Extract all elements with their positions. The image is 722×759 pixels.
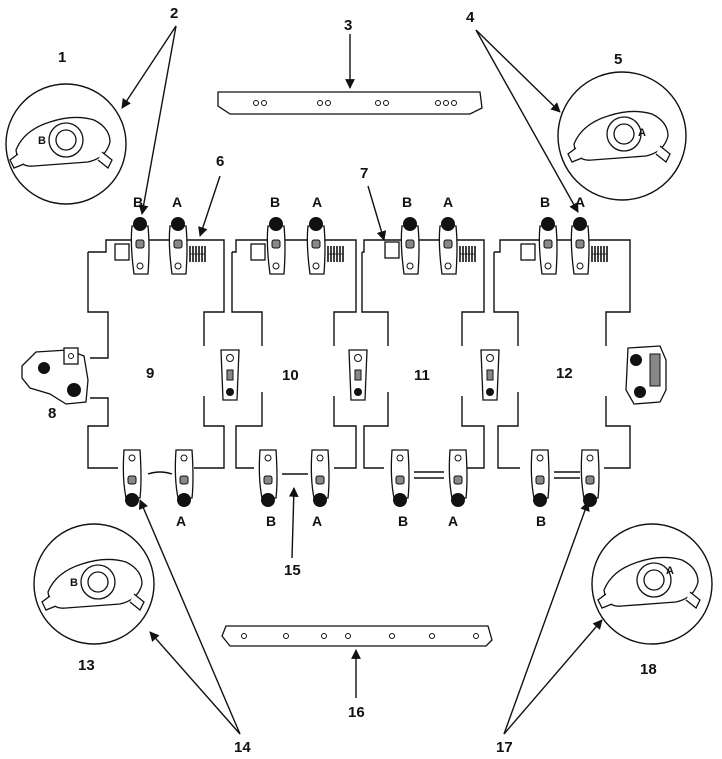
rocker-arm-a	[438, 216, 458, 275]
center-rocker-arm	[220, 349, 240, 401]
callout-3: 3	[344, 17, 352, 34]
rocker-arm	[580, 449, 600, 508]
top-letter-6: A	[443, 194, 453, 210]
inset-5-letter: A	[638, 127, 646, 139]
callout-5: 5	[614, 51, 622, 68]
leader-17b	[503, 619, 603, 735]
top-letter-8: A	[575, 194, 585, 210]
leader-15	[288, 487, 299, 559]
bottom-letter-5: A	[448, 513, 458, 529]
center-rocker-arm	[348, 349, 368, 401]
right-end-housing	[625, 345, 667, 405]
rocker-arm-b	[538, 216, 558, 275]
callout-12: 12	[556, 365, 573, 382]
inset-1: B	[5, 83, 127, 205]
callout-7: 7	[360, 165, 368, 182]
leader-14a	[138, 499, 241, 735]
inset-13-letter: B	[70, 577, 78, 589]
top-letter-4: A	[312, 194, 322, 210]
lost-motion-spring	[189, 245, 206, 263]
callout-6: 6	[216, 153, 224, 170]
top-letter-2: A	[172, 194, 182, 210]
lost-motion-spring	[459, 245, 476, 263]
callout-15: 15	[284, 562, 301, 579]
rocker-arm-b	[400, 216, 420, 275]
link-spring	[554, 471, 580, 479]
bottom-letter-4: B	[398, 513, 408, 529]
rocker-arm-a	[570, 216, 590, 275]
rocker-arm	[258, 449, 278, 508]
callout-17: 17	[496, 739, 513, 756]
rocker-arm	[448, 449, 468, 508]
bottom-letter-6: B	[536, 513, 546, 529]
callout-1: 1	[58, 49, 66, 66]
rocker-arm	[174, 449, 194, 508]
shim-block	[384, 241, 400, 259]
leader-6	[198, 175, 221, 237]
shim-block	[114, 243, 130, 261]
leader-2a	[121, 25, 177, 109]
center-rocker-arm	[480, 349, 500, 401]
top-rocker-row	[114, 216, 608, 275]
rocker-arm	[530, 449, 550, 508]
top-letter-7: B	[540, 194, 550, 210]
callout-18: 18	[640, 661, 657, 678]
callout-16: 16	[348, 704, 365, 721]
inset-1-letter: B	[38, 135, 46, 147]
lost-motion-spring	[591, 245, 608, 263]
left-end-housing	[21, 347, 89, 405]
callout-13: 13	[78, 657, 95, 674]
callout-8: 8	[48, 405, 56, 422]
bottom-rocker-row	[122, 449, 600, 508]
callout-4: 4	[466, 9, 475, 26]
inset-13: B	[33, 523, 155, 645]
rocker-arm-a	[168, 216, 188, 275]
lower-oil-spray-bar	[221, 625, 493, 647]
cylinder-head-outline	[87, 239, 631, 469]
rocker-arm-b	[266, 216, 286, 275]
bottom-letter-2: B	[266, 513, 276, 529]
rocker-arm	[390, 449, 410, 508]
top-letter-5: B	[402, 194, 412, 210]
leader-17a	[503, 501, 590, 735]
leader-4b	[475, 29, 579, 213]
rocker-arm-b	[130, 216, 150, 275]
leader-14b	[149, 631, 241, 735]
callout-9: 9	[146, 365, 154, 382]
leader-7	[367, 185, 387, 241]
top-letter-3: B	[270, 194, 280, 210]
inset-18-letter: A	[666, 565, 674, 577]
rocker-arm-a	[306, 216, 326, 275]
shim-block	[520, 243, 536, 261]
top-letter-1: B	[133, 194, 143, 210]
rocker-arm	[310, 449, 330, 508]
leader-2b	[138, 25, 177, 215]
callout-14: 14	[234, 739, 251, 756]
link-spring	[147, 471, 173, 475]
lost-motion-spring	[327, 245, 344, 263]
rocker-arm	[122, 449, 142, 508]
shim-block	[250, 243, 266, 261]
inset-5: A	[557, 71, 687, 201]
upper-oil-spray-bar	[217, 91, 483, 115]
bottom-letter-1: A	[176, 513, 186, 529]
leader-4a	[475, 29, 561, 113]
callout-2: 2	[170, 5, 178, 22]
bottom-letter-3: A	[312, 513, 322, 529]
callout-11: 11	[414, 367, 430, 384]
callout-10: 10	[282, 367, 299, 384]
link-spring	[414, 471, 444, 479]
inset-18: A	[591, 523, 713, 645]
